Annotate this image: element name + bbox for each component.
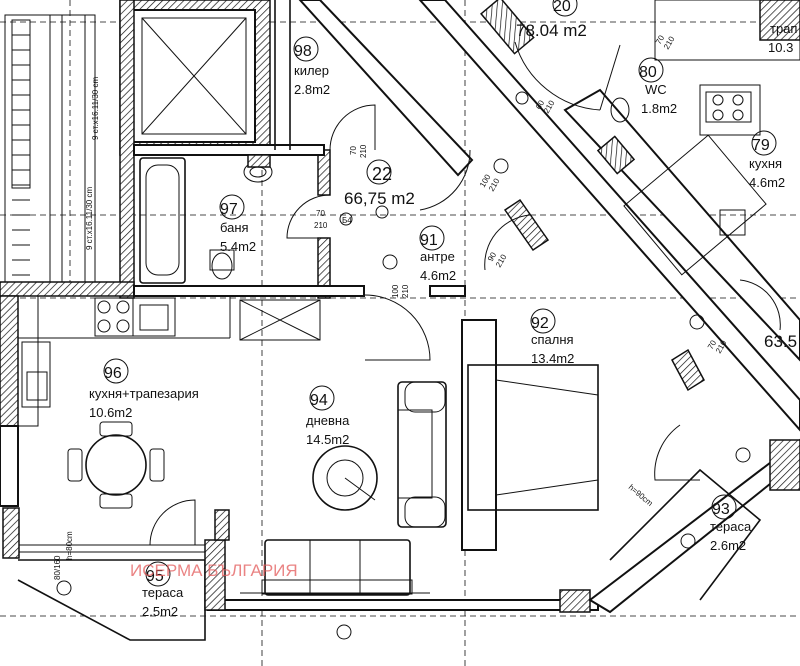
room-93-area: 2.6m2 [710,538,746,553]
neighbor-79-number: 79 [752,137,770,154]
room-97-area: 5.4m2 [220,239,256,254]
room-95-name: тераса [142,585,184,600]
room-95-area: 2.5m2 [142,604,178,619]
door-tag-3-height: 210 [401,284,410,298]
apartment-walls [0,0,800,641]
neighbor-right-area: 63.5 [764,332,797,351]
room-97-number: 97 [220,201,238,218]
labels: 22 66,75 m2 98 килер 2.8m2 97 баня 5.4m2… [53,0,797,619]
stair-note-1: 9 ст.х16.11/30 cm [85,187,94,250]
window-note-1: 80/160 [53,555,62,580]
room-97-name: баня [220,220,249,235]
neighbor-20-number: 20 [553,0,571,15]
door-tag-2-height: 210 [359,144,368,158]
room-94-number: 94 [310,392,328,409]
room-92-name: спалня [531,332,574,347]
door-tag-7-height: 210 [542,98,557,115]
room-91-area: 4.6m2 [420,268,456,283]
neighbor-80-name: WC [645,82,667,97]
room-92-number: 92 [531,315,549,332]
neighbor-79-area: 4.6m2 [749,175,785,190]
window-note-3: h=80cm [65,531,74,560]
elevator-shaft [119,0,271,156]
neighbor-80-area: 1.8m2 [641,101,677,116]
living-furniture [261,381,447,596]
neighbor-20-area: 78.04 m2 [516,21,587,40]
neighbor-fixtures [610,0,800,236]
window-note-2: h=90cm [627,483,655,509]
watermark: ИСЕРМА БЪЛГАРИЯ [130,561,298,580]
kitchen-fixtures [17,295,321,427]
room-93-name: тераса [710,519,752,534]
door-tag-1-width: 70 [316,209,325,218]
room-95-number: 95 [146,568,164,585]
drain-symbols [56,91,751,640]
neighbor-80-number: 80 [639,64,657,81]
room-92-area: 13.4m2 [531,351,574,366]
neighbor-79-name: кухня [749,156,782,171]
room-93-number: 93 [712,501,730,518]
room-98-area: 2.8m2 [294,82,330,97]
stair-note-2: 9 ст.х16.11/30 cm [91,77,100,140]
dining-table [67,421,165,509]
neighbor-stair-name: трап [770,21,797,36]
door-swings [149,41,781,546]
room-96-area: 10.6m2 [89,405,132,420]
room-91-name: антре [420,249,455,264]
room-96-name: кухня+трапезария [89,386,199,401]
room-91-number: 91 [420,232,438,249]
neighbor-stair-area: 10.3 [768,40,793,55]
unit-number: 22 [372,164,392,184]
door-tag-1-height: 210 [314,221,328,230]
room-94-name: дневна [306,413,350,428]
door-tag-3-width: 100 [391,284,400,298]
room-98-number: 98 [294,43,312,60]
kiler-partitions [274,0,291,150]
room-98-name: килер [294,63,329,78]
unit-total-area: 66,75 m2 [344,189,415,208]
room-96-number: 96 [104,365,122,382]
door-tag-1-code: Б4 [342,216,352,225]
door-tag-2-width: 70 [349,146,358,155]
unit-number-circle [366,159,392,185]
staircase [4,14,96,291]
bed [467,364,599,511]
door-tag-6-height: 210 [662,34,677,51]
room-94-area: 14.5m2 [306,432,349,447]
bathroom-fixtures [139,154,273,284]
